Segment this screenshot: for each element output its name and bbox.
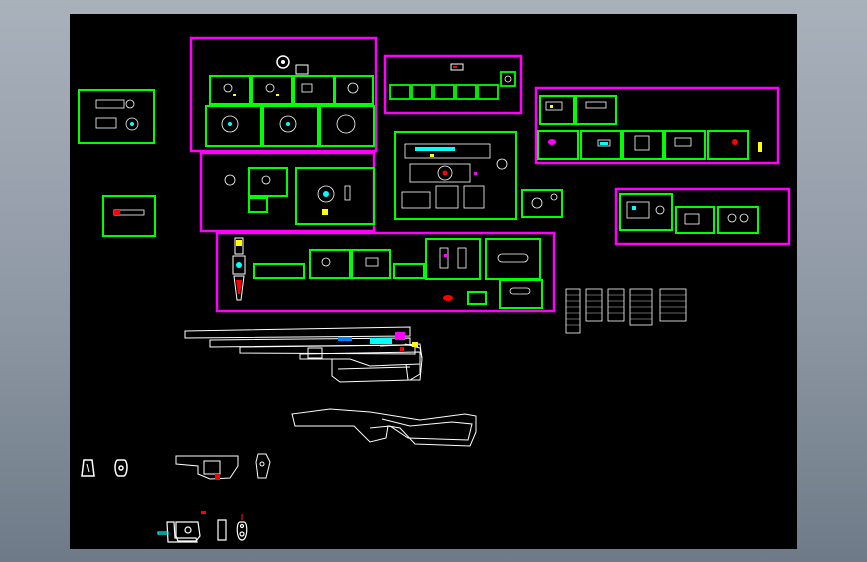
small-parts-left[interactable] — [81, 459, 128, 477]
sheet-center-small[interactable] — [521, 189, 563, 218]
bottom-red-mark — [201, 511, 206, 514]
sheet-left-1[interactable] — [78, 89, 155, 144]
rifle-red-part — [400, 347, 404, 351]
rifle-cyan-part — [370, 338, 392, 344]
sheet-group-mid-left[interactable] — [199, 151, 376, 233]
trigger-parts[interactable] — [175, 453, 271, 480]
sheet-group-top-left[interactable] — [189, 36, 378, 153]
rifle-assembly[interactable] — [184, 326, 423, 383]
sheet-group-top-right[interactable] — [534, 86, 780, 165]
trigger-red-part — [215, 474, 220, 480]
cad-drawing-canvas[interactable] — [70, 14, 797, 549]
small-parts-bottom[interactable] — [157, 514, 248, 543]
drawing-svg — [78, 36, 791, 543]
rifle-stock[interactable] — [291, 408, 477, 447]
sheet-group-bottom-row[interactable] — [215, 231, 556, 313]
parts-list-tables[interactable] — [565, 288, 687, 334]
rifle-blue-part — [338, 337, 352, 341]
rifle-magenta-part — [395, 332, 405, 340]
rifle-yellow-part — [412, 342, 418, 347]
sheet-group-right-middle[interactable] — [614, 187, 791, 246]
sheet-left-2[interactable] — [102, 195, 156, 237]
sheet-group-top-middle[interactable] — [383, 54, 523, 115]
sheet-center-assembly[interactable] — [394, 131, 517, 220]
